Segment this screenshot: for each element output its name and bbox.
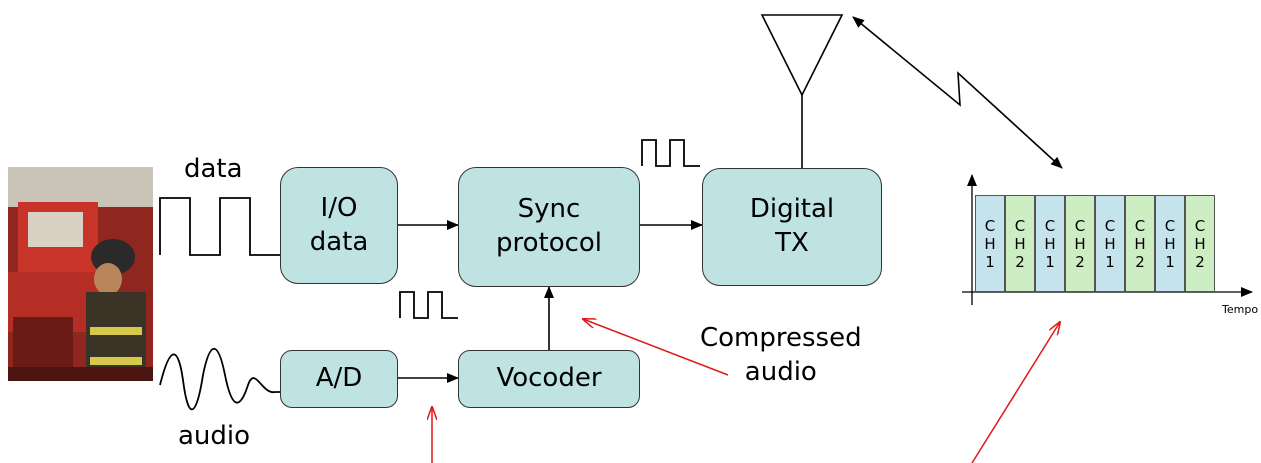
tdma-slot-char: C	[984, 216, 996, 235]
audio-label: audio	[178, 421, 251, 451]
annotation-arrow-compressed	[583, 319, 729, 376]
tdma-slot-char: 2	[1075, 252, 1085, 271]
tdma-slot-char: 2	[1135, 252, 1145, 271]
tdma-slot-char: H	[984, 234, 996, 253]
audio-waveform	[159, 348, 280, 411]
compressed-audio-line2: audio	[744, 356, 817, 387]
compressed-audio-label: Compressed audio	[700, 322, 862, 390]
tdma-slot-char: H	[1074, 234, 1086, 253]
tdma-slot-char: H	[1044, 234, 1056, 253]
digital-tx-line2: TX	[775, 228, 809, 258]
tdma-slot-char: H	[1104, 234, 1116, 253]
tdma-slot-char: C	[1014, 216, 1026, 235]
sync-protocol-line1: Sync	[517, 194, 581, 225]
tdma-slot-char: C	[1074, 216, 1086, 235]
data-label: data	[184, 154, 243, 184]
io-data-line2: data	[309, 226, 369, 257]
firefighter-photo-art	[8, 167, 153, 381]
firefighter-photo	[8, 167, 153, 381]
tdma-slot-char: H	[1164, 234, 1176, 253]
tdma-slot-char: 1	[1045, 252, 1055, 271]
wireless-link-arrow	[852, 16, 1063, 169]
pulse-waveform-bottom	[399, 291, 458, 319]
compressed-audio-line1: Compressed	[700, 323, 862, 353]
tdma-slot-char: C	[1134, 216, 1146, 235]
tdma-slot-char: H	[1194, 234, 1206, 253]
tdma-slot-char: H	[1134, 234, 1146, 253]
annotation-arrow-tdma	[971, 322, 1060, 463]
digital-tx-line1: Digital	[749, 194, 835, 225]
tdma-slot-char: C	[1104, 216, 1116, 235]
vocoder-block: Vocoder	[458, 350, 640, 408]
ad-block: A/D	[280, 350, 398, 408]
digital-tx-block: Digital TX	[702, 168, 882, 286]
tdma-slot-char: 1	[985, 252, 995, 271]
tdma-slot-char: 1	[1105, 252, 1115, 271]
sync-protocol-line2: protocol	[495, 228, 603, 258]
data-waveform	[159, 197, 280, 256]
tempo-label: Tempo	[1222, 303, 1259, 316]
tdma-slot-char: C	[1194, 216, 1206, 235]
tdma-slot-char: C	[1044, 216, 1056, 235]
tdma-slot-char: 1	[1165, 252, 1175, 271]
io-data-block: I/O data	[280, 167, 398, 284]
antenna-icon	[760, 14, 844, 97]
tdma-slot-char: 2	[1015, 252, 1025, 271]
io-data-line1: I/O	[320, 192, 358, 223]
sync-protocol-block: Sync protocol	[458, 167, 640, 287]
pulse-waveform-top	[641, 139, 700, 167]
tdma-slot-char: H	[1014, 234, 1026, 253]
tdma-slot-char: C	[1164, 216, 1176, 235]
tdma-slot-char: 2	[1195, 252, 1205, 271]
